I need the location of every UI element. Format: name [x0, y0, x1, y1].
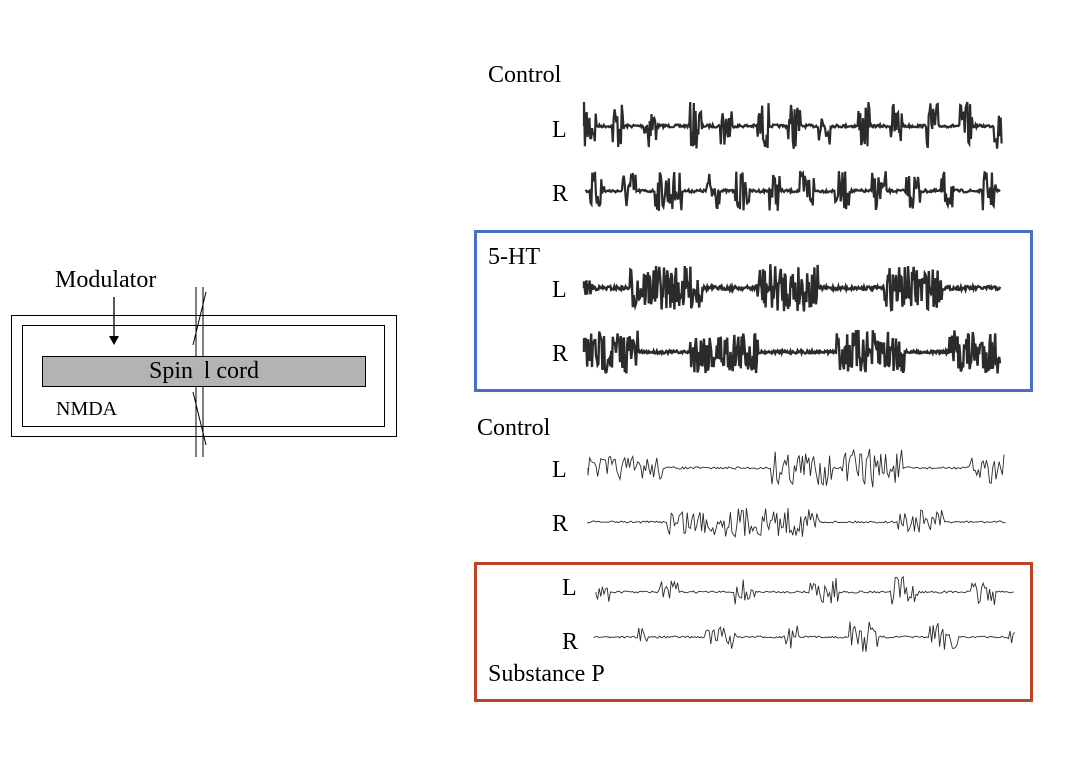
- ht-left-label: L: [552, 277, 567, 303]
- substance-p-left-trace: [595, 575, 1014, 605]
- transection-line-bottom: [192, 391, 207, 446]
- modulator-label: Modulator: [55, 267, 157, 293]
- control-1-left-trace: [582, 101, 1003, 149]
- substance-p-title: Substance P: [488, 661, 605, 687]
- substance-p-right-trace: [593, 621, 1016, 652]
- control-1-title: Control: [488, 62, 562, 88]
- control-2-right-trace: [587, 508, 1006, 538]
- control-2-left-label: L: [552, 457, 567, 483]
- substance-p-left-label: L: [562, 575, 577, 601]
- control-1-right-trace: [584, 170, 1001, 211]
- ht-title: 5-HT: [488, 244, 540, 270]
- control-2-title: Control: [477, 415, 551, 441]
- control-1-left-label: L: [552, 117, 567, 143]
- nmda-label: NMDA: [56, 398, 118, 420]
- modulator-arrowhead: [109, 336, 119, 345]
- serotonin-panel-box: [474, 230, 1033, 392]
- ht-right-trace: [582, 329, 1002, 374]
- ht-right-label: R: [552, 341, 569, 367]
- ht-left-trace: [582, 264, 1002, 312]
- control-1-right-label: R: [552, 181, 569, 207]
- substance-p-right-label: R: [562, 629, 579, 655]
- transection-line-top: [192, 291, 207, 346]
- control-2-right-label: R: [552, 511, 569, 537]
- cord-gap: [194, 357, 205, 386]
- control-2-left-trace: [587, 448, 1005, 488]
- substance-p-panel-box: [474, 562, 1033, 702]
